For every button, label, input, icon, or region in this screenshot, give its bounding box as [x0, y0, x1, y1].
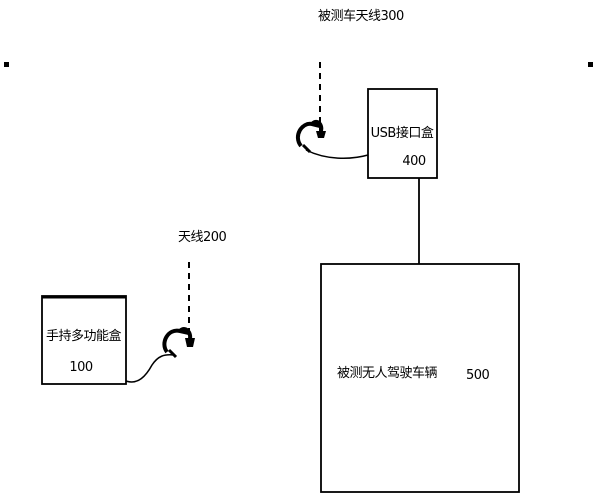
svg-text:手持多功能盒: 手持多功能盒 [46, 328, 122, 344]
svg-text:400: 400 [402, 154, 426, 169]
handheld-multifunction-box: 手持多功能盒 100 [41, 295, 127, 385]
svg-text:100: 100 [69, 360, 93, 375]
right-edge-mark [588, 62, 593, 67]
antenna-icon [162, 262, 195, 359]
svg-text:被测无人驾驶车辆: 被测无人驾驶车辆 [337, 365, 438, 381]
vehicle-under-test-box: 被测无人驾驶车辆 500 [320, 263, 520, 493]
vehicle-antenna-icon [295, 62, 326, 154]
svg-text:USB接口盒: USB接口盒 [371, 125, 434, 141]
svg-text:500: 500 [466, 368, 490, 383]
left-edge-mark [4, 62, 9, 67]
vehicle-antenna-label: 被测车天线300 [318, 8, 405, 24]
usb-interface-box: USB接口盒 400 [367, 88, 438, 179]
antenna-label: 天线200 [178, 230, 227, 245]
svg-text:被测车天线300: 被测车天线300 [318, 8, 404, 24]
svg-text:天线200: 天线200 [178, 230, 227, 245]
vehicle-antenna-cable [305, 149, 369, 160]
handheld-antenna-cable [125, 354, 175, 383]
